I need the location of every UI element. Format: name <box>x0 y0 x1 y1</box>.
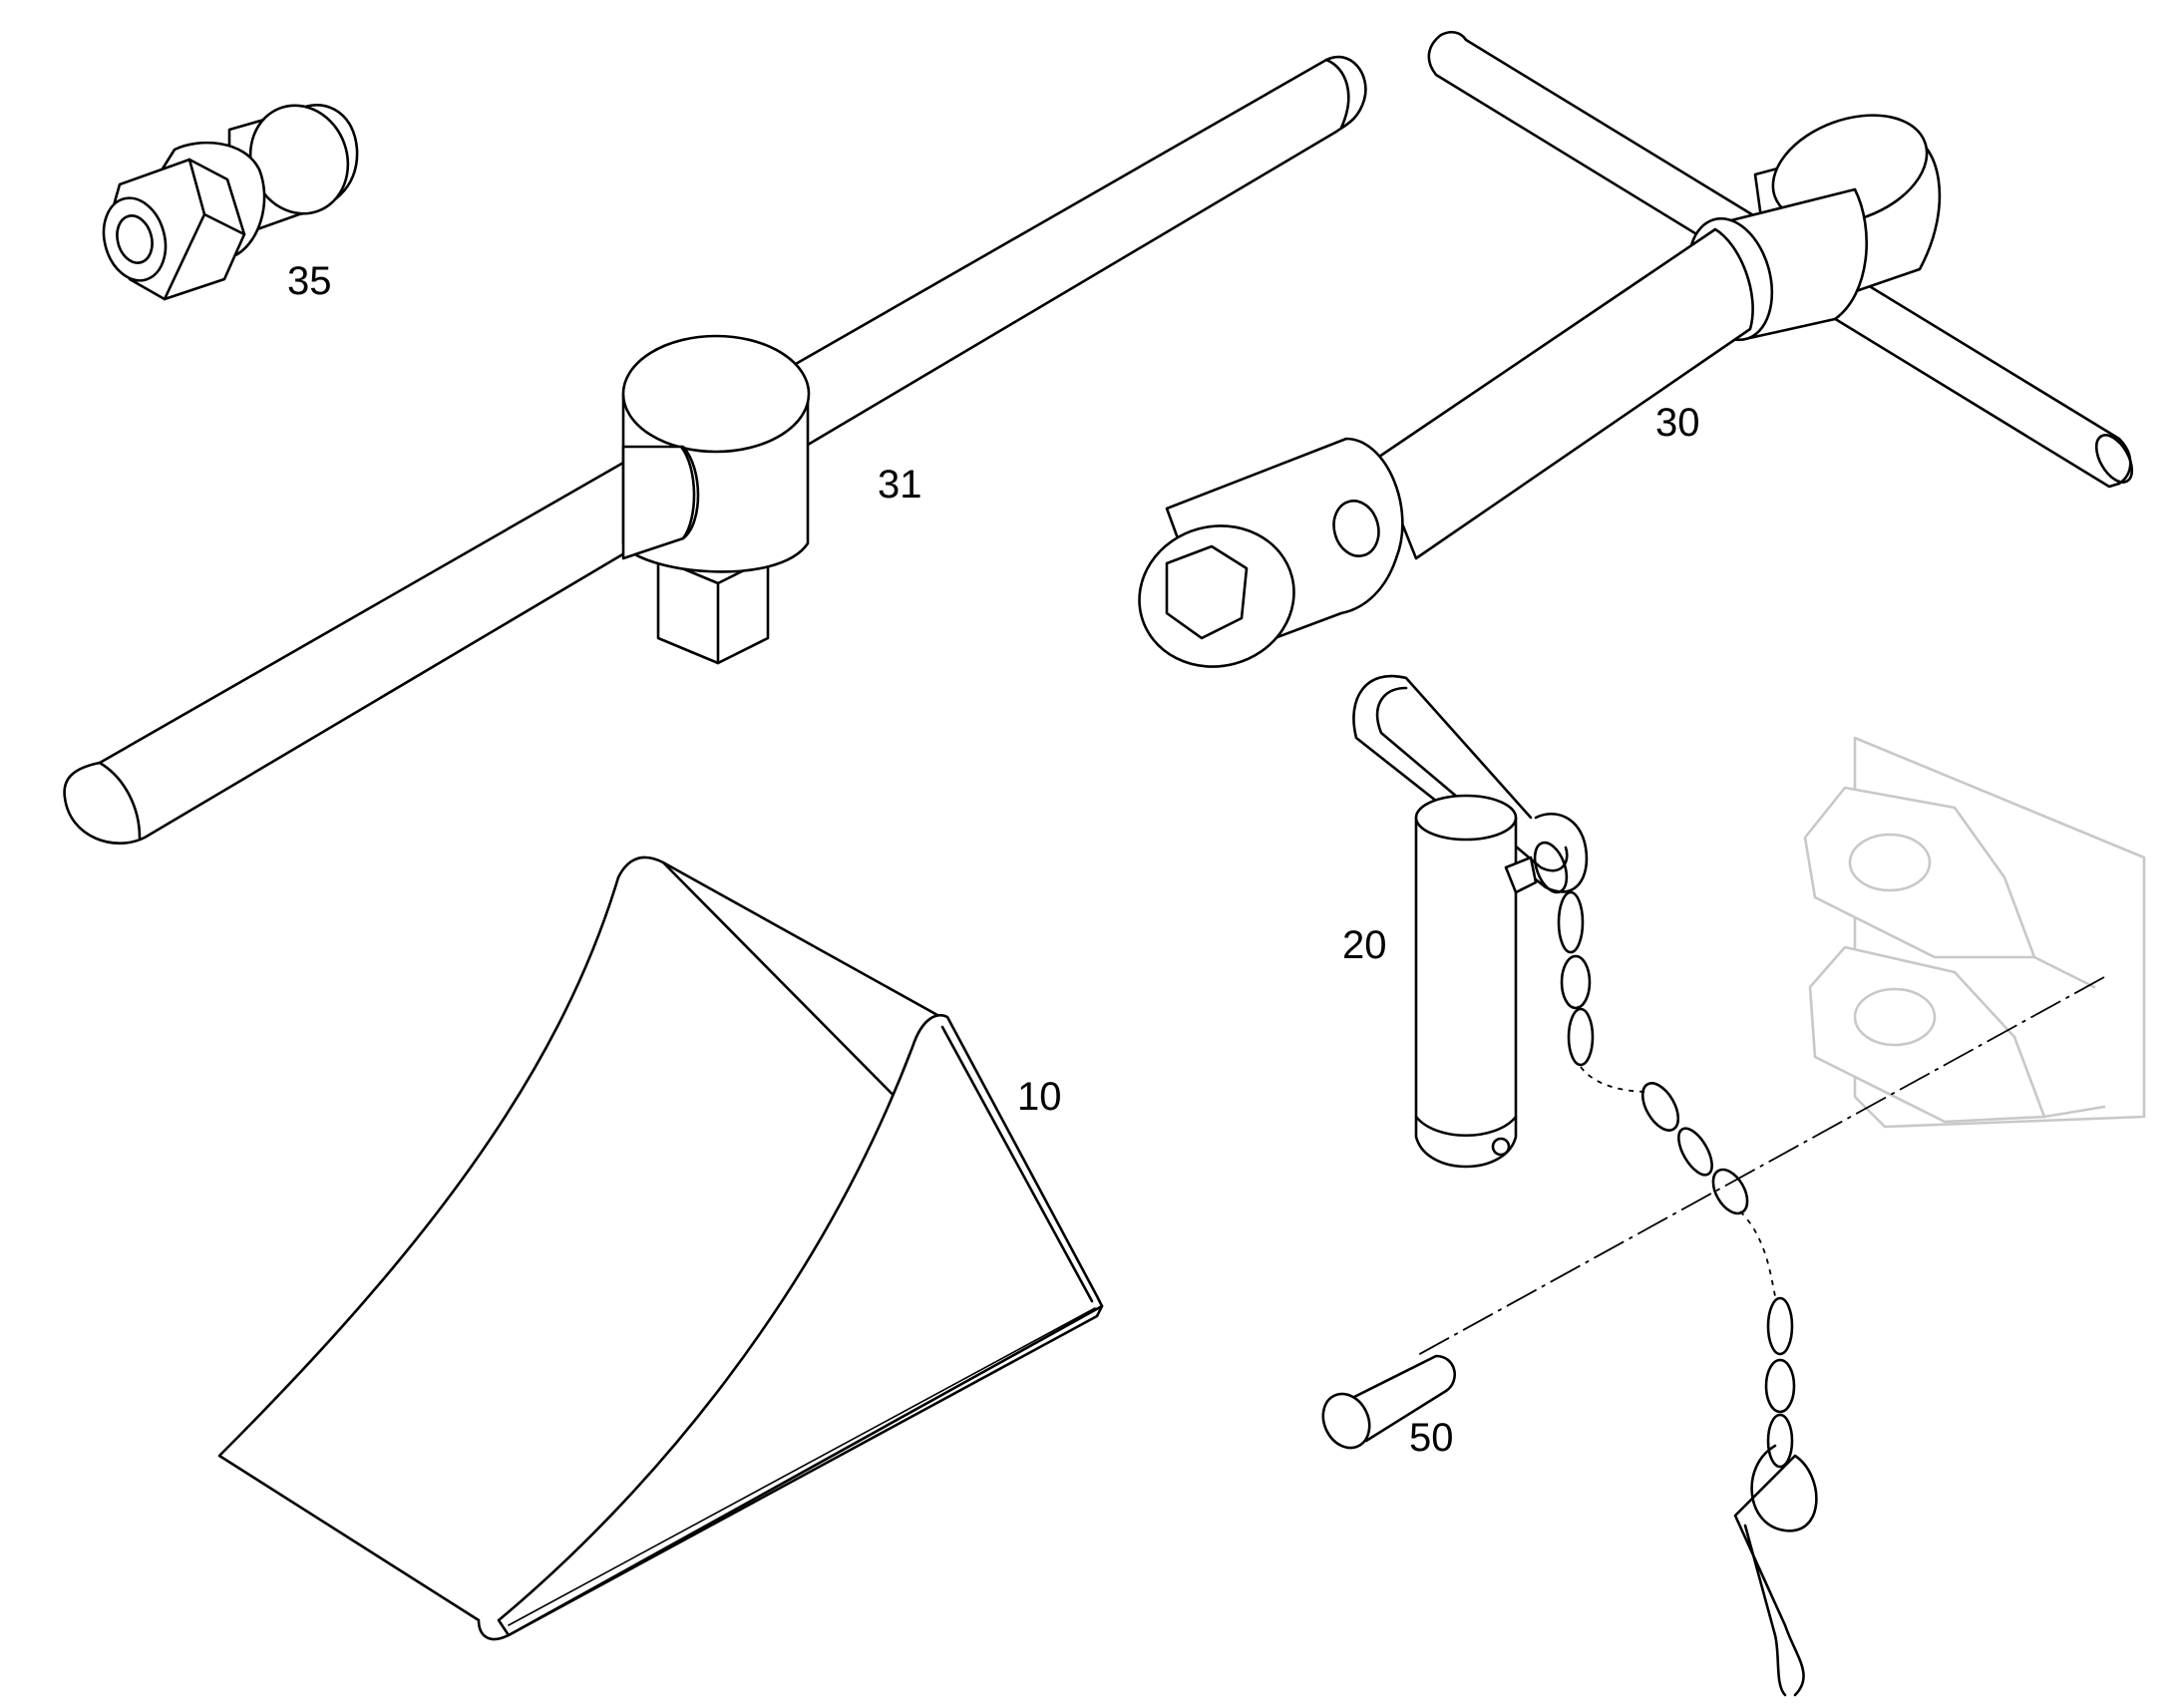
tow-bracket-icon <box>1803 736 2146 1129</box>
callout-10: 10 <box>1017 1075 1062 1119</box>
callout-35: 35 <box>287 259 332 303</box>
callout-30: 30 <box>1655 401 1700 445</box>
callout-31: 31 <box>878 463 922 507</box>
wheel-chock-icon <box>217 855 1104 1641</box>
t-handle-square-drive-icon <box>63 55 1367 846</box>
wheel-nut-adapter-icon <box>102 103 359 301</box>
callout-20: 20 <box>1342 923 1387 967</box>
clevis-pin-icon <box>1321 1354 1456 1450</box>
t-handle-socket-wrench-icon <box>1138 30 2134 668</box>
callout-50: 50 <box>1409 1416 1454 1460</box>
assembly-centerline <box>1415 976 2105 1357</box>
hitch-pin-with-chain-icon <box>1352 674 1818 1697</box>
